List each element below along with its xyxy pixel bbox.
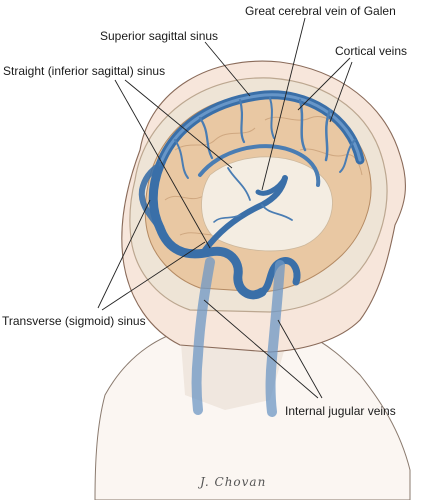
- great-cerebral-vein: [255, 175, 288, 196]
- label-great-cerebral-vein: Great cerebral vein of Galen: [245, 4, 396, 18]
- cortical-vein: [298, 98, 307, 152]
- leader-lines: [97, 17, 353, 399]
- inferior-sagittal-sinus: [198, 144, 321, 187]
- label-internal-jugular-veins: Internal jugular veins: [285, 404, 396, 418]
- label-cortical-veins: Cortical veins: [335, 44, 407, 58]
- label-straight-sinus: Straight (inferior sagittal) sinus: [3, 64, 165, 78]
- transverse-sinus: [155, 223, 267, 300]
- label-transverse-sinus: Transverse (sigmoid) sinus: [2, 314, 146, 328]
- label-superior-sagittal-sinus: Superior sagittal sinus: [100, 29, 218, 43]
- artist-signature: J. Chovan: [197, 475, 266, 489]
